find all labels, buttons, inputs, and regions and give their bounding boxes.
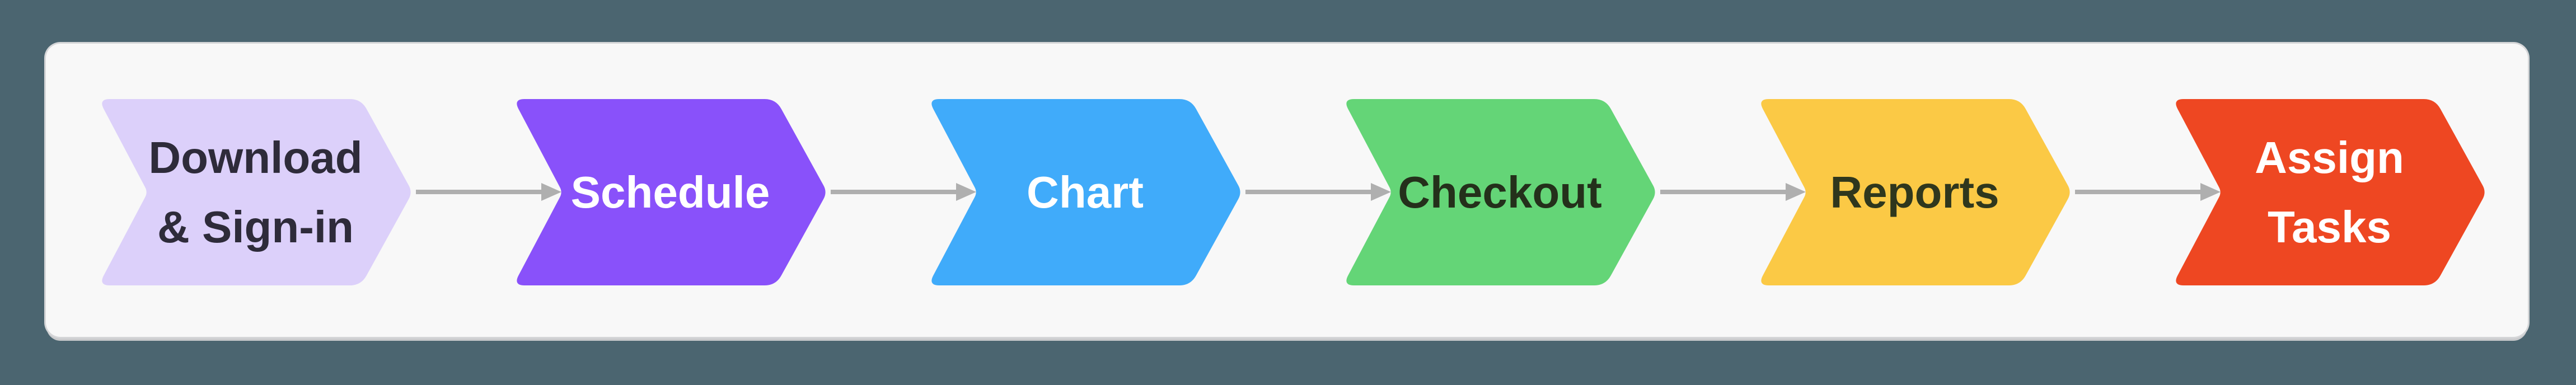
flow-step-schedule: Schedule [513,99,827,285]
chevron-shape-icon [931,99,1240,285]
step-label: Schedule [570,167,770,217]
step-label: Download & Sign-in [148,132,363,252]
chevron-shape-icon [517,99,826,285]
chevron-shape-icon [1761,99,2070,285]
chevron-shape-icon [1346,99,1655,285]
flow-arrow-icon [1660,183,1806,201]
step-label: Assign Tasks [2255,132,2404,252]
flow-step-download-sign-in: Download & Sign-in [99,99,413,285]
flow-arrow-icon [1245,183,1391,201]
step-label: Reports [1830,167,1999,217]
chevron-shape-icon [102,99,411,285]
flow-step-reports: Reports [1758,99,2072,285]
flow-arrow-icon [416,183,561,201]
flow-arrow-icon [831,183,976,201]
step-label: Checkout [1398,167,1602,217]
chevron-shape-icon [2176,99,2485,285]
flow-arrow-icon [2075,183,2221,201]
flow-step-checkout: Checkout [1343,99,1657,285]
step-label: Chart [1027,167,1144,217]
flow-step-chart: Chart [928,99,1242,285]
flow-step-assign-tasks: Assign Tasks [2172,99,2486,285]
